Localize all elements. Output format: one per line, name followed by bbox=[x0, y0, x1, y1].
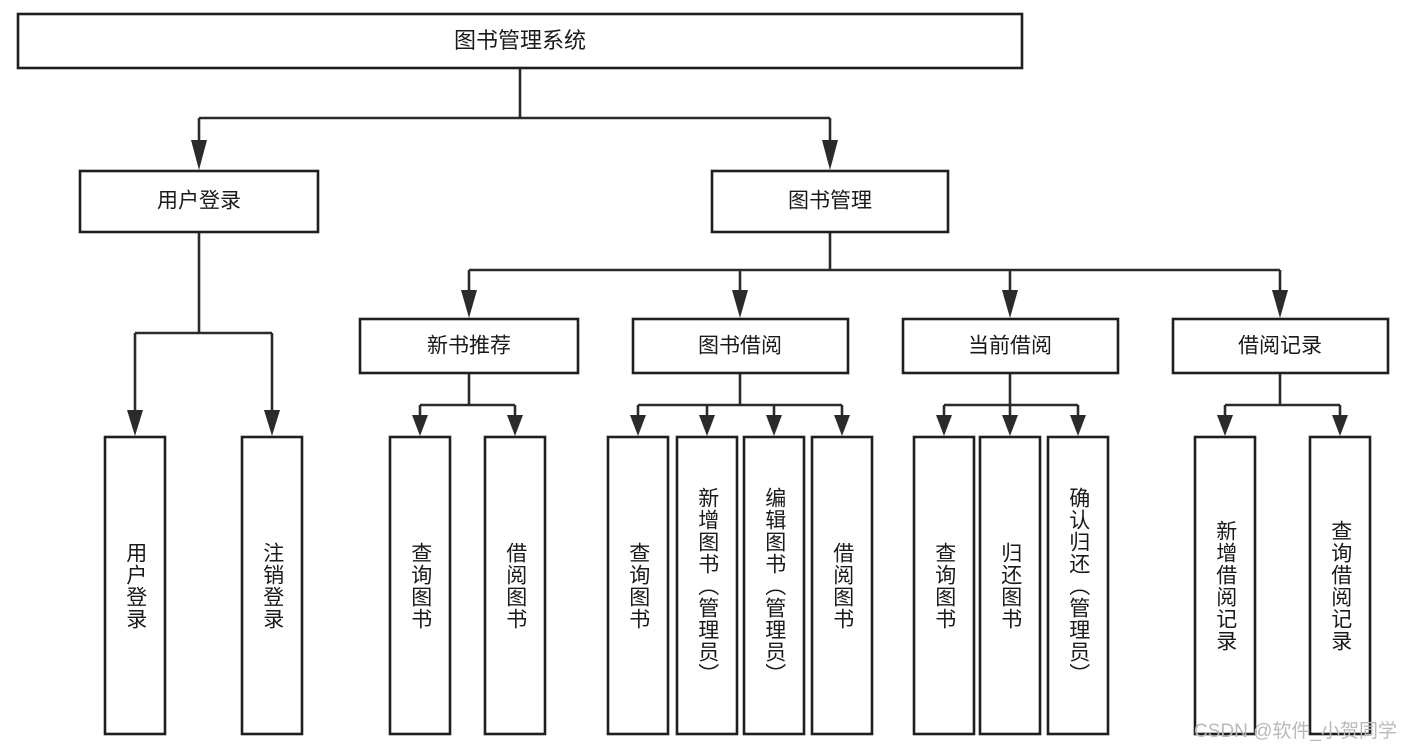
arrow-borrow-record-leaf-0 bbox=[1217, 415, 1233, 436]
node-current-borrow[interactable]: 当前借阅 bbox=[901, 317, 1120, 375]
leaf-boxes-book-borrow bbox=[606, 435, 874, 736]
leaf-box-book-borrow-3[interactable] bbox=[810, 435, 874, 736]
arrow-borrow-record bbox=[1272, 290, 1288, 318]
leaf-box-current-borrow-0[interactable] bbox=[912, 435, 976, 736]
connectors-new-book-rec-leaves bbox=[412, 373, 523, 436]
arrow-book-manage bbox=[822, 140, 838, 170]
leaf-boxes-new-book-rec bbox=[388, 435, 547, 736]
node-borrow-record-label: 借阅记录 bbox=[1238, 335, 1322, 358]
leaf-box-user-login-1[interactable] bbox=[240, 435, 304, 736]
node-borrow-record-box[interactable] bbox=[1171, 317, 1390, 375]
connectors-user-login-leaves bbox=[127, 232, 280, 436]
node-book-manage[interactable]: 图书管理 bbox=[710, 169, 950, 234]
arrow-book-borrow bbox=[732, 290, 748, 318]
arrow-user-login-leaf-0 bbox=[127, 410, 143, 436]
node-root[interactable]: 图书管理系统 bbox=[16, 12, 1024, 70]
leaf-box-borrow-record-0[interactable] bbox=[1193, 435, 1257, 736]
node-root-label: 图书管理系统 bbox=[454, 28, 586, 53]
arrow-borrow-record-leaf-1 bbox=[1332, 415, 1348, 436]
leaf-boxes-current-borrow bbox=[912, 435, 1110, 736]
leaf-boxes-user-login bbox=[103, 435, 304, 736]
node-user-login-box[interactable] bbox=[78, 169, 320, 234]
arrow-current-borrow-leaf-2 bbox=[1070, 415, 1086, 436]
arrow-current-borrow bbox=[1002, 290, 1018, 318]
arrow-new-book-rec bbox=[461, 290, 477, 318]
leaf-box-book-borrow-0[interactable] bbox=[606, 435, 670, 736]
arrow-current-borrow-leaf-1 bbox=[1002, 415, 1018, 436]
leaf-box-new-book-rec-0[interactable] bbox=[388, 435, 452, 736]
arrow-book-borrow-leaf-3 bbox=[834, 415, 850, 436]
node-book-borrow-label: 图书借阅 bbox=[698, 335, 782, 358]
node-book-borrow[interactable]: 图书借阅 bbox=[631, 317, 850, 375]
leaf-box-borrow-record-1[interactable] bbox=[1308, 435, 1372, 736]
arrow-user-login-leaf-1 bbox=[264, 410, 280, 436]
node-new-book-rec[interactable]: 新书推荐 bbox=[358, 317, 580, 375]
arrow-user-login bbox=[191, 140, 207, 170]
leaf-box-book-borrow-1[interactable] bbox=[675, 435, 739, 736]
arrow-book-borrow-leaf-2 bbox=[766, 415, 782, 436]
leaf-box-user-login-0[interactable] bbox=[103, 435, 167, 736]
connectors-level-2 bbox=[461, 232, 1288, 318]
leaf-box-book-borrow-2[interactable] bbox=[742, 435, 806, 736]
node-book-borrow-box[interactable] bbox=[631, 317, 850, 375]
node-new-book-rec-box[interactable] bbox=[358, 317, 580, 375]
node-book-manage-box[interactable] bbox=[710, 169, 950, 234]
node-root-box[interactable] bbox=[16, 12, 1024, 70]
node-current-borrow-box[interactable] bbox=[901, 317, 1120, 375]
connectors-level-1 bbox=[191, 68, 838, 170]
node-book-manage-label: 图书管理 bbox=[788, 190, 872, 213]
connectors-borrow-record-leaves bbox=[1217, 373, 1348, 436]
leaf-box-current-borrow-2[interactable] bbox=[1046, 435, 1110, 736]
node-borrow-record[interactable]: 借阅记录 bbox=[1171, 317, 1390, 375]
arrow-new-book-rec-leaf-0 bbox=[412, 415, 428, 436]
node-new-book-rec-label: 新书推荐 bbox=[427, 335, 511, 358]
arrow-book-borrow-leaf-0 bbox=[630, 415, 646, 436]
arrow-current-borrow-leaf-0 bbox=[936, 415, 952, 436]
connectors-book-borrow-leaves bbox=[630, 373, 850, 436]
arrow-book-borrow-leaf-1 bbox=[699, 415, 715, 436]
leaf-box-new-book-rec-1[interactable] bbox=[483, 435, 547, 736]
node-user-login-label: 用户登录 bbox=[157, 190, 241, 213]
leaf-boxes-borrow-record bbox=[1193, 435, 1372, 736]
connectors-current-borrow-leaves bbox=[936, 373, 1086, 436]
arrow-new-book-rec-leaf-1 bbox=[507, 415, 523, 436]
node-user-login[interactable]: 用户登录 bbox=[78, 169, 320, 234]
leaf-box-current-borrow-1[interactable] bbox=[978, 435, 1042, 736]
node-current-borrow-label: 当前借阅 bbox=[968, 335, 1052, 358]
